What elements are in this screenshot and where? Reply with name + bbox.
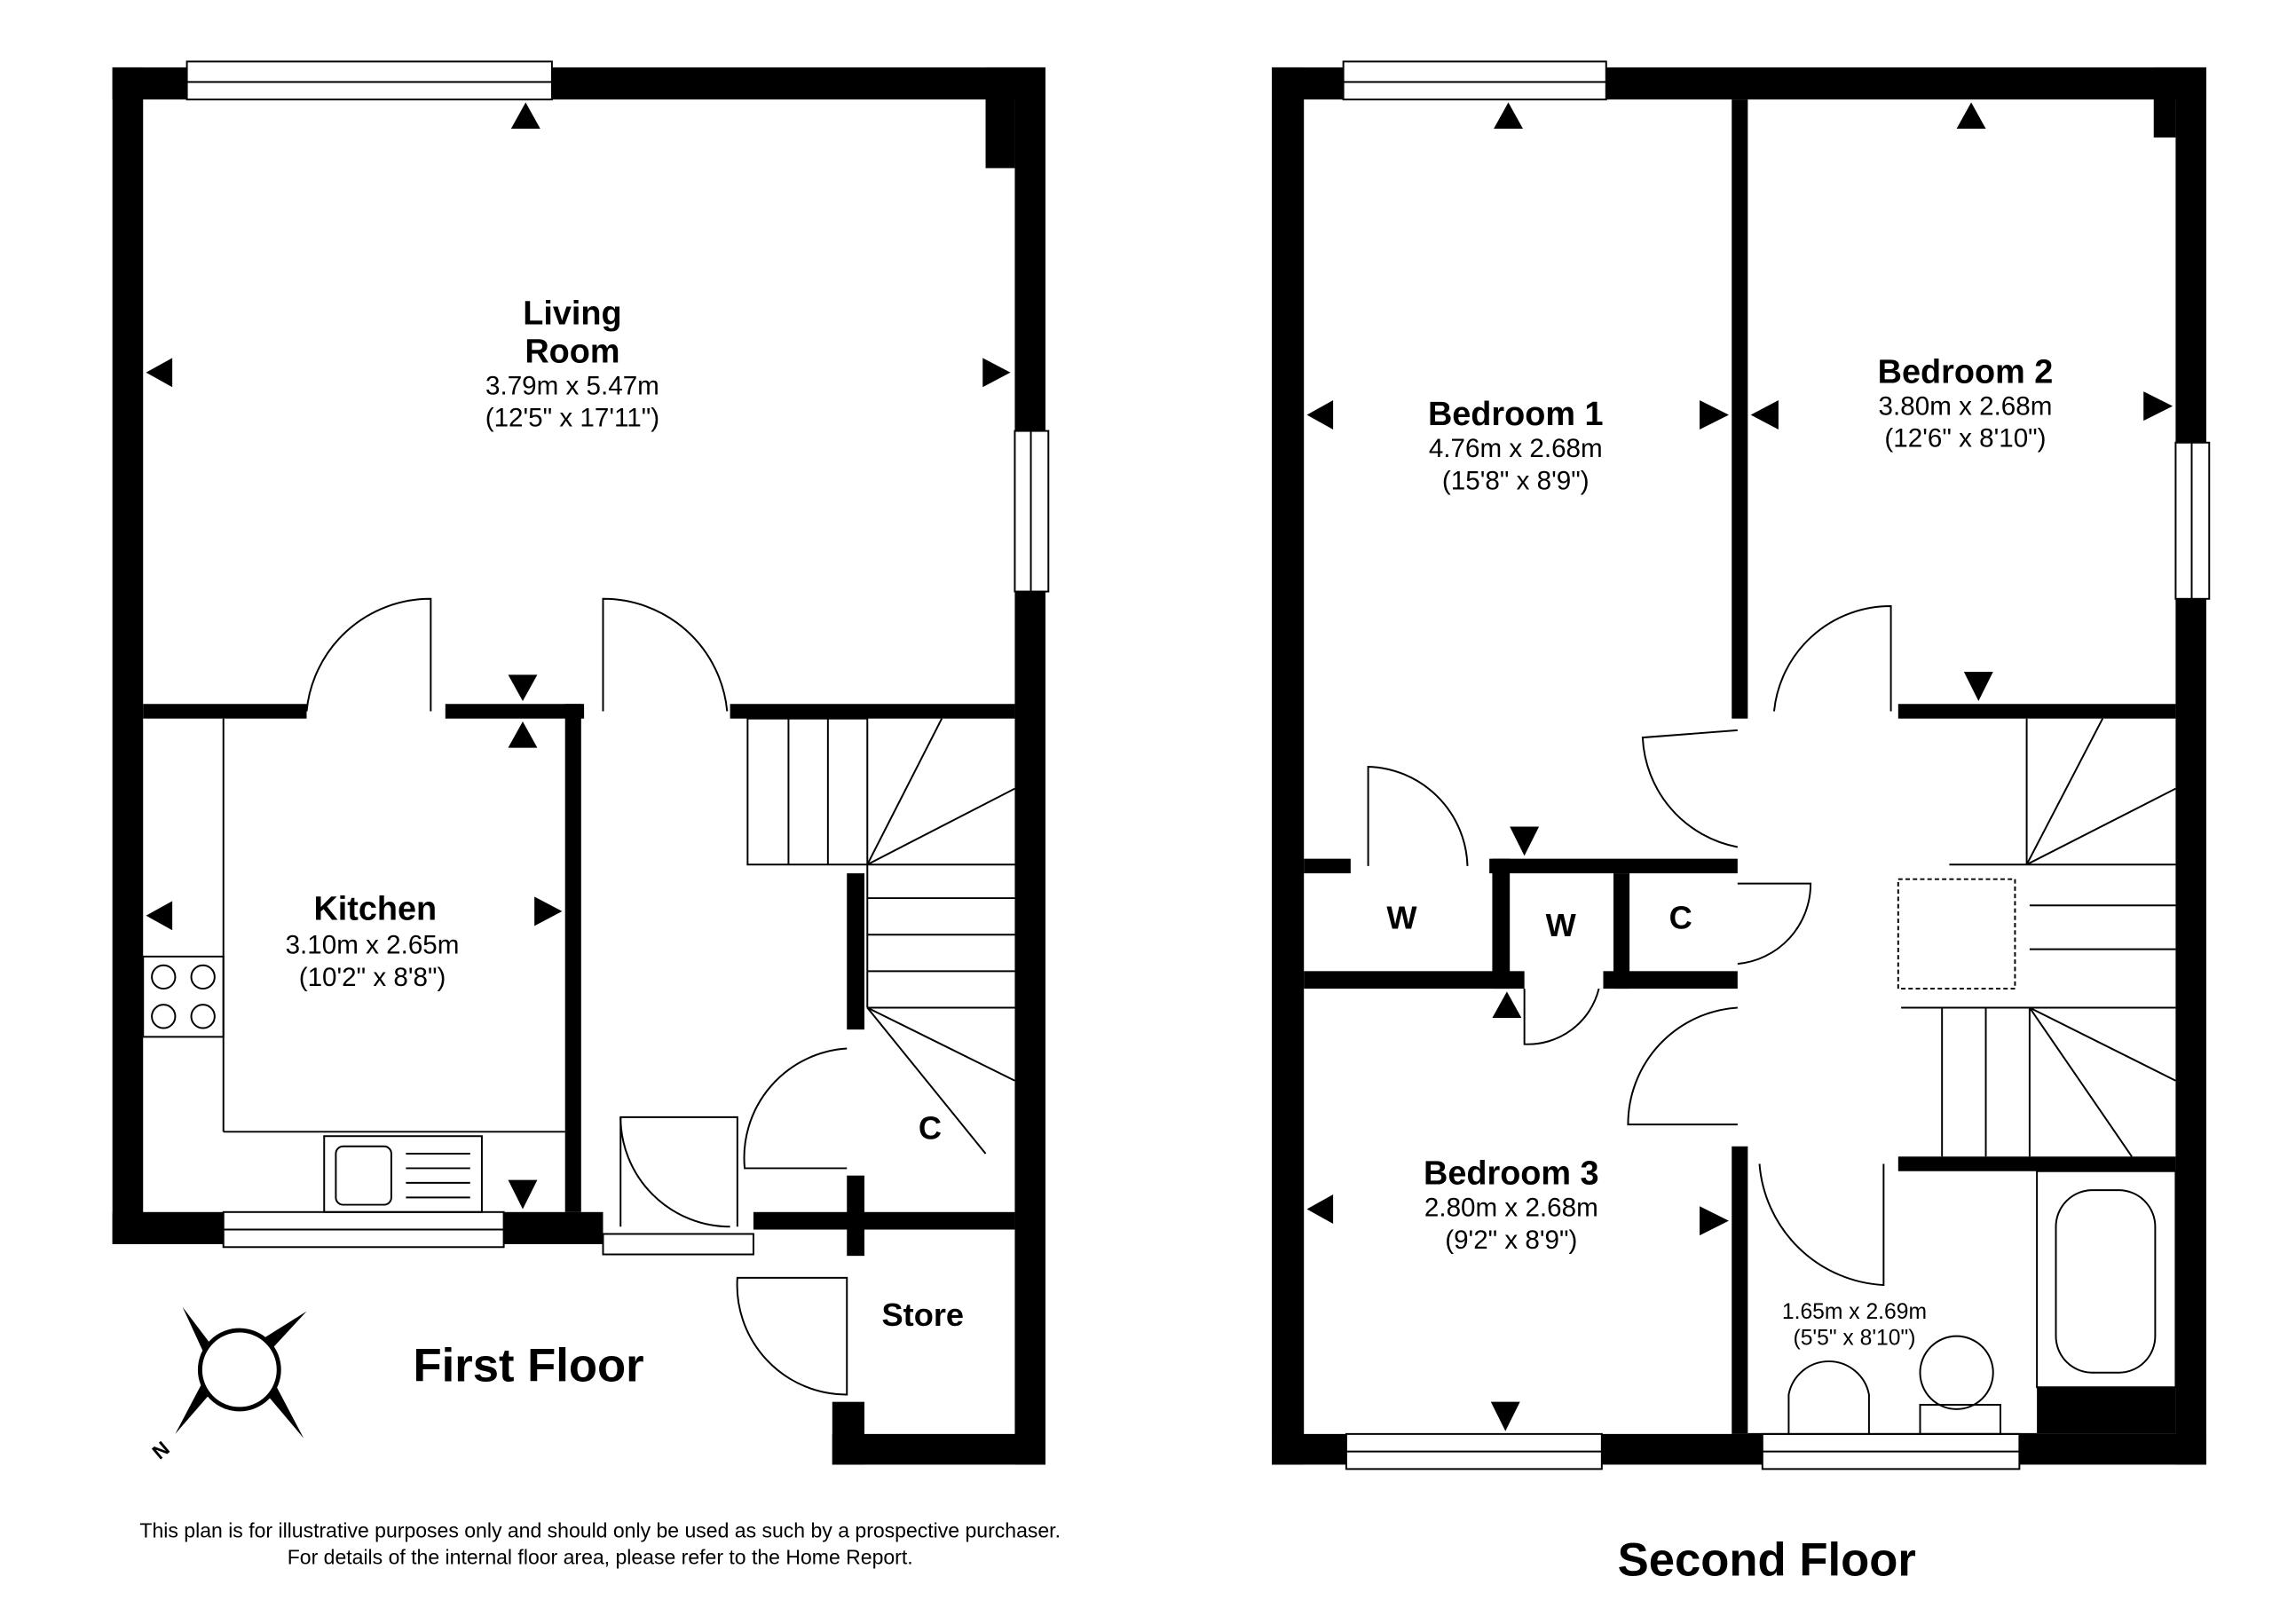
second-floor-walls — [1272, 67, 2206, 1465]
bedroom-2-metric: 3.80m x 2.68m — [1879, 391, 2053, 421]
bathroom-imperial: (5'5" x 8'10") — [1793, 1327, 1915, 1351]
measurement-arrows — [1306, 102, 2173, 1431]
disclaimer-line-1: This plan is for illustrative purposes o… — [139, 1519, 1061, 1542]
living-room-name-1: Living — [523, 295, 621, 332]
disclaimer-line-2: For details of the internal floor area, … — [288, 1545, 913, 1568]
bedroom-2-imperial: (12'6" x 8'10") — [1884, 424, 2046, 453]
first-floor-labels: Living Room 3.79m x 5.47m (12'5" x 17'11… — [286, 295, 964, 1391]
kitchen-name: Kitchen — [313, 891, 437, 928]
cupboard-label: C — [1669, 900, 1692, 936]
kitchen-metric: 3.10m x 2.65m — [286, 931, 460, 960]
bathroom-metric: 1.65m x 2.69m — [1782, 1300, 1927, 1324]
wardrobe-2-label: W — [1546, 907, 1577, 943]
stairs — [1897, 718, 2176, 1157]
doors — [1367, 605, 1892, 1287]
kitchen-imperial: (10'2" x 8'8") — [299, 963, 446, 992]
first-floor-walls — [112, 67, 1045, 1465]
bedroom-1-name: Bedroom 1 — [1428, 396, 1604, 433]
first-floor-plan: N Living Room 3.79m x 5.47m (12'5" x 17'… — [112, 60, 1050, 1465]
bedroom-3-imperial: (9'2" x 8'9") — [1445, 1226, 1577, 1255]
living-room-metric: 3.79m x 5.47m — [485, 371, 659, 400]
bedroom-3-metric: 2.80m x 2.68m — [1424, 1194, 1598, 1223]
disclaimer: This plan is for illustrative purposes o… — [139, 1519, 1061, 1569]
first-floor-title: First Floor — [413, 1340, 643, 1392]
kitchen-fittings — [142, 718, 565, 1213]
windows — [185, 60, 1050, 1256]
living-room-name-2: Room — [525, 333, 619, 370]
bedroom-1-metric: 4.76m x 2.68m — [1429, 434, 1603, 463]
compass-icon: N — [147, 1306, 307, 1464]
second-floor-plan: Bedroom 1 4.76m x 2.68m (15'8" x 8'9") B… — [1272, 60, 2211, 1586]
bedroom-1-imperial: (15'8" x 8'9") — [1442, 466, 1590, 495]
store-label: Store — [882, 1297, 965, 1333]
bedroom-3-name: Bedroom 3 — [1424, 1155, 1599, 1193]
wardrobe-1-label: W — [1386, 900, 1417, 936]
second-floor-labels: Bedroom 1 4.76m x 2.68m (15'8" x 8'9") B… — [1386, 353, 2053, 1586]
windows — [1342, 60, 2211, 1470]
bathroom-fittings — [1747, 1170, 2177, 1435]
cupboard-label: C — [919, 1110, 942, 1147]
bedroom-2-name: Bedroom 2 — [1878, 353, 2054, 390]
second-floor-title: Second Floor — [1618, 1533, 1916, 1586]
stairs — [746, 717, 1015, 1155]
living-room-imperial: (12'5" x 17'11") — [485, 404, 659, 433]
compass-north-label: N — [147, 1437, 173, 1464]
measurement-arrows — [146, 102, 1011, 1210]
doors — [305, 597, 848, 1396]
